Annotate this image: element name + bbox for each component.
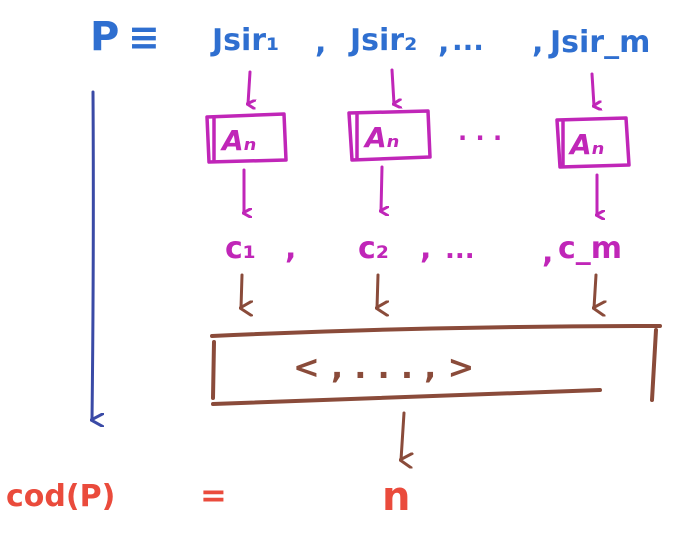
instruction-2: Jsir₂ bbox=[348, 23, 417, 58]
code-ellipsis: ... bbox=[445, 235, 475, 265]
arrow-to-tuple-2 bbox=[377, 273, 378, 308]
arrow-to-tuple-1 bbox=[241, 273, 242, 308]
arrow-to-code-2 bbox=[381, 165, 382, 211]
comma: , bbox=[532, 25, 543, 60]
tuple-text: < , . . . , > bbox=[293, 348, 474, 386]
ellipsis: ... bbox=[452, 24, 484, 57]
comma: , bbox=[542, 235, 553, 270]
box-ellipsis: · · · bbox=[458, 124, 502, 152]
box-label: Aₙ bbox=[363, 121, 399, 154]
box-an-1: Aₙ bbox=[205, 112, 288, 164]
tuple-box: < , . . . , > bbox=[210, 324, 662, 406]
cod-p-label: cod(P) bbox=[6, 479, 115, 514]
box-label: Aₙ bbox=[568, 128, 604, 161]
code-m: c_m bbox=[558, 231, 622, 266]
program-symbol: P bbox=[90, 14, 119, 60]
comma: , bbox=[315, 25, 326, 60]
instruction-1: Jsir₁ bbox=[210, 23, 279, 58]
result-value: n bbox=[382, 474, 410, 520]
comma: , bbox=[420, 231, 431, 266]
vertical-arrow bbox=[92, 90, 93, 420]
box-an-2: Aₙ bbox=[347, 109, 432, 162]
code-2: c₂ bbox=[358, 231, 389, 266]
code-1: c₁ bbox=[225, 231, 256, 266]
arrow-to-box-m bbox=[590, 72, 594, 106]
arrow-to-result bbox=[401, 411, 404, 460]
instruction-m: Jsir_m bbox=[548, 25, 650, 60]
arrow-to-box-1 bbox=[248, 70, 250, 104]
equiv-sign: ≡ bbox=[128, 15, 160, 59]
box-an-m: Aₙ bbox=[555, 116, 631, 169]
arrow-to-tuple-m bbox=[594, 273, 596, 308]
equals-sign: = bbox=[200, 476, 227, 514]
arrow-to-box-2 bbox=[390, 68, 394, 104]
comma: , bbox=[438, 25, 449, 60]
comma: , bbox=[285, 231, 296, 266]
box-label: Aₙ bbox=[220, 124, 256, 157]
